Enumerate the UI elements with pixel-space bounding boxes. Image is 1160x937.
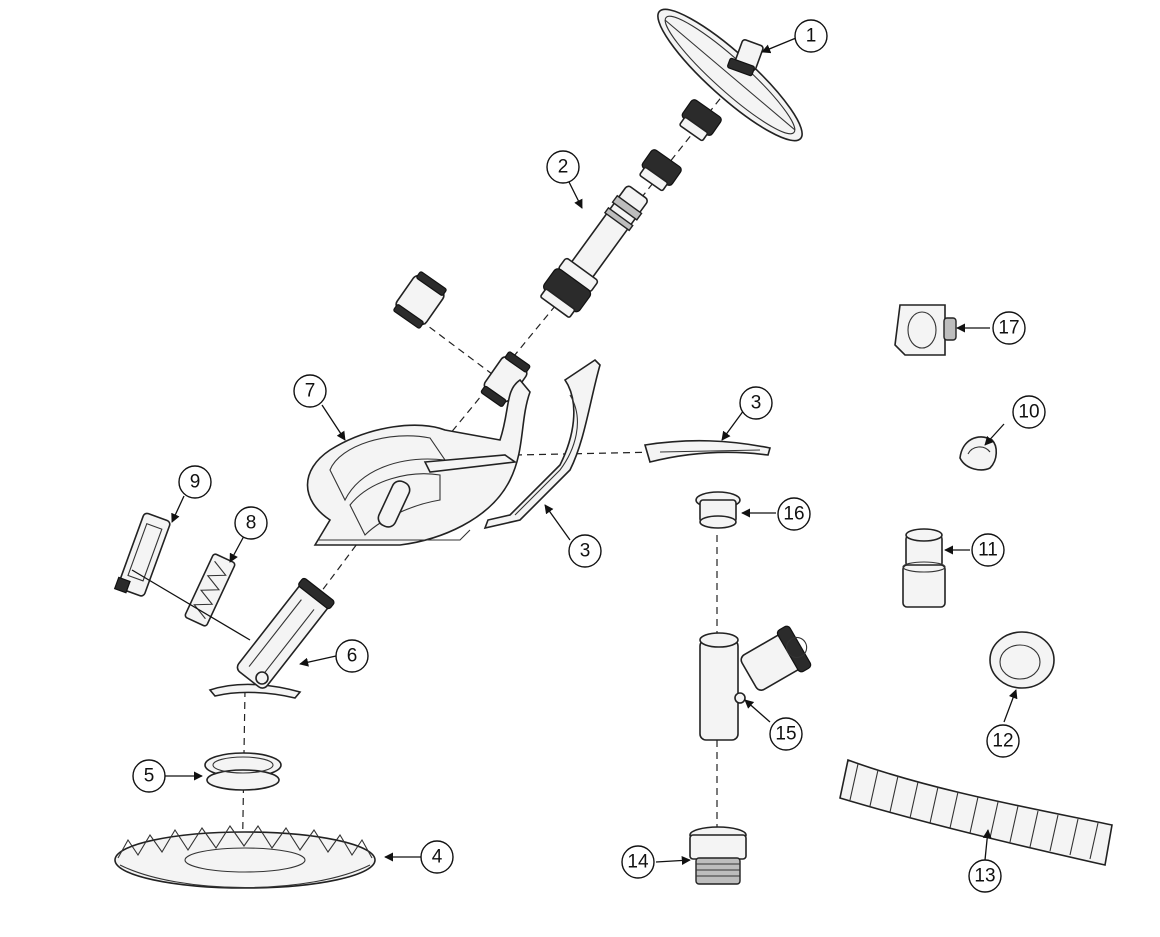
callout-3-flap-label: 3 xyxy=(751,393,762,414)
part-cone-adapter xyxy=(902,528,946,608)
callout-16-label: 16 xyxy=(783,504,804,525)
part-side-rail xyxy=(483,358,601,530)
callout-17: 17 xyxy=(992,311,1026,345)
callout-11-label: 11 xyxy=(978,540,998,561)
part-fitting xyxy=(689,826,747,885)
callout-9-label: 9 xyxy=(190,472,201,493)
callout-12-label: 12 xyxy=(992,731,1013,752)
part-intake-throat xyxy=(208,577,335,699)
callout-2-label: 2 xyxy=(558,157,569,178)
callout-17-label: 17 xyxy=(998,318,1019,339)
part-wall-fitting xyxy=(894,304,957,356)
callout-14: 14 xyxy=(621,845,655,879)
part-wheel-skimmer xyxy=(657,8,803,142)
callout-13-label: 13 xyxy=(974,866,995,887)
part-main-body xyxy=(306,378,531,546)
part-spring-clip xyxy=(184,553,236,627)
part-foot-ring xyxy=(204,752,282,791)
callout-2: 2 xyxy=(546,150,580,184)
callout-10: 10 xyxy=(1012,395,1046,429)
part-small-coupling xyxy=(393,271,447,329)
callout-7-label: 7 xyxy=(305,381,316,402)
callout-4-label: 4 xyxy=(432,847,443,868)
callout-6: 6 xyxy=(335,639,369,673)
callout-5: 5 xyxy=(132,759,166,793)
callout-6-label: 6 xyxy=(347,646,358,667)
part-weight-ring xyxy=(989,631,1055,689)
callout-4: 4 xyxy=(420,840,454,874)
callout-15-label: 15 xyxy=(775,724,796,745)
part-clip xyxy=(113,512,171,597)
callout-5-label: 5 xyxy=(144,766,155,787)
part-swivel-rings xyxy=(639,99,722,192)
leader-lines xyxy=(131,37,1018,866)
callout-1: 1 xyxy=(794,19,828,53)
part-hose-connector-tube xyxy=(540,185,648,318)
callout-13: 13 xyxy=(968,859,1002,893)
callout-16: 16 xyxy=(777,497,811,531)
callout-15: 15 xyxy=(769,717,803,751)
part-ring-collar xyxy=(695,491,741,529)
callout-12: 12 xyxy=(986,724,1020,758)
callout-3-rail: 3 xyxy=(568,534,602,568)
callout-14-label: 14 xyxy=(627,852,649,873)
part-hose-section xyxy=(839,758,1113,866)
part-y-connector xyxy=(699,625,812,741)
part-dome-cap xyxy=(959,436,998,471)
callout-9: 9 xyxy=(178,465,212,499)
callout-3-rail-label: 3 xyxy=(580,541,591,562)
callout-3-flap: 3 xyxy=(739,386,773,420)
callout-1-label: 1 xyxy=(806,26,817,47)
callout-8-label: 8 xyxy=(246,513,257,534)
callout-10-label: 10 xyxy=(1018,402,1039,423)
callout-7: 7 xyxy=(293,374,327,408)
part-flap-upper xyxy=(643,439,772,463)
callout-8: 8 xyxy=(234,506,268,540)
callout-11: 11 xyxy=(971,533,1005,567)
part-disc xyxy=(114,825,376,889)
